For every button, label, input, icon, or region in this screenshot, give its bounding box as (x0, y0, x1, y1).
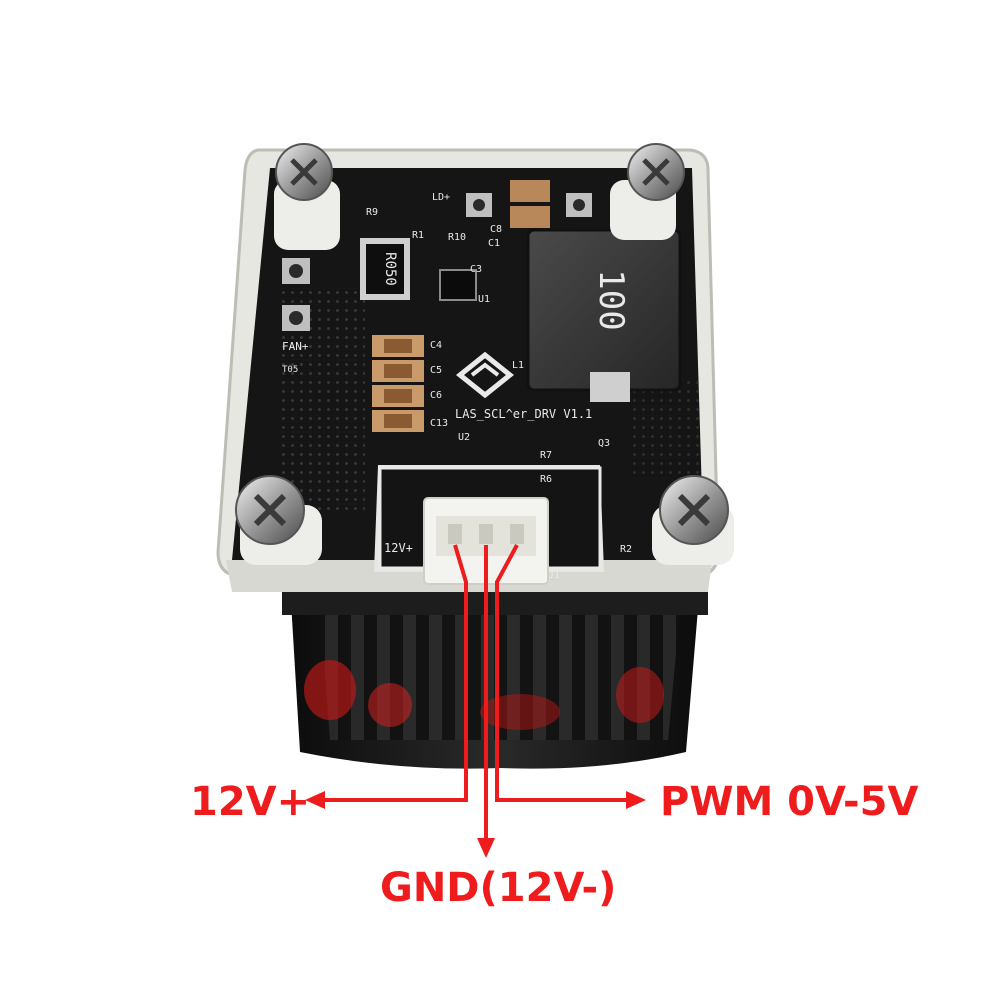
power-inductor: 100 (526, 228, 682, 402)
arrowheads (305, 791, 646, 858)
r10-label: R10 (448, 232, 466, 243)
capacitor-c6 (372, 385, 424, 407)
c13-label: C13 (430, 418, 448, 429)
brand-logo (455, 351, 515, 399)
u2-label: U2 (458, 432, 470, 443)
ld-plus-label: LD+ (432, 192, 450, 203)
wiring-arrows (322, 544, 630, 840)
arrow-down-icon (477, 838, 495, 858)
driver-ic-u1 (439, 269, 477, 301)
arrow-left-icon (305, 791, 325, 809)
r1-label: R1 (412, 230, 424, 241)
r7-label: R7 (540, 450, 552, 461)
j1-label: J1 (548, 570, 560, 581)
inductor-marking: 100 (591, 269, 631, 330)
standoff-top-right (610, 143, 685, 240)
u1-label: U1 (478, 294, 490, 305)
wire-pwm (495, 544, 630, 802)
resistor-marking: R050 (382, 252, 398, 286)
c6-label: C6 (430, 390, 442, 401)
c4-label: C4 (430, 340, 442, 351)
capacitor-c13 (372, 410, 424, 432)
arrow-right-icon (626, 791, 646, 809)
standoff-top-left (274, 143, 340, 250)
pads (282, 193, 592, 331)
connector-12v-label: 12V+ (384, 541, 413, 555)
q3-label: Q3 (598, 438, 610, 449)
c3-label: C3 (470, 264, 482, 275)
c8-label: C8 (490, 224, 502, 235)
label-12v-plus: 12V+ (190, 779, 311, 825)
label-pwm: PWM 0V-5V (660, 779, 919, 825)
capacitor-c8 (510, 180, 550, 228)
silkscreen: LAS_SCL^er_DRV V1.1 FAN+ LD+ R9 R1 R10 C… (282, 192, 632, 581)
t05-label: T05 (282, 365, 298, 375)
r2-label: R2 (620, 544, 632, 555)
c1-label: C1 (488, 238, 500, 249)
capacitor-c5 (372, 360, 424, 382)
standoff-bottom-left (235, 475, 322, 565)
r9-label: R9 (366, 207, 378, 218)
jst-connector (423, 497, 549, 585)
wire-12v (322, 544, 468, 802)
shunt-resistor: R050 (360, 238, 410, 300)
l1-label: L1 (512, 360, 524, 371)
c5-label: C5 (430, 365, 442, 376)
r6-label: R6 (540, 474, 552, 485)
standoff-bottom-right (652, 475, 734, 565)
capacitor-c4 (372, 335, 424, 357)
board-name-label: LAS_SCL^er_DRV V1.1 (455, 407, 592, 421)
fan-plus-label: FAN+ (282, 340, 309, 353)
label-gnd: GND(12V-) (380, 865, 617, 911)
